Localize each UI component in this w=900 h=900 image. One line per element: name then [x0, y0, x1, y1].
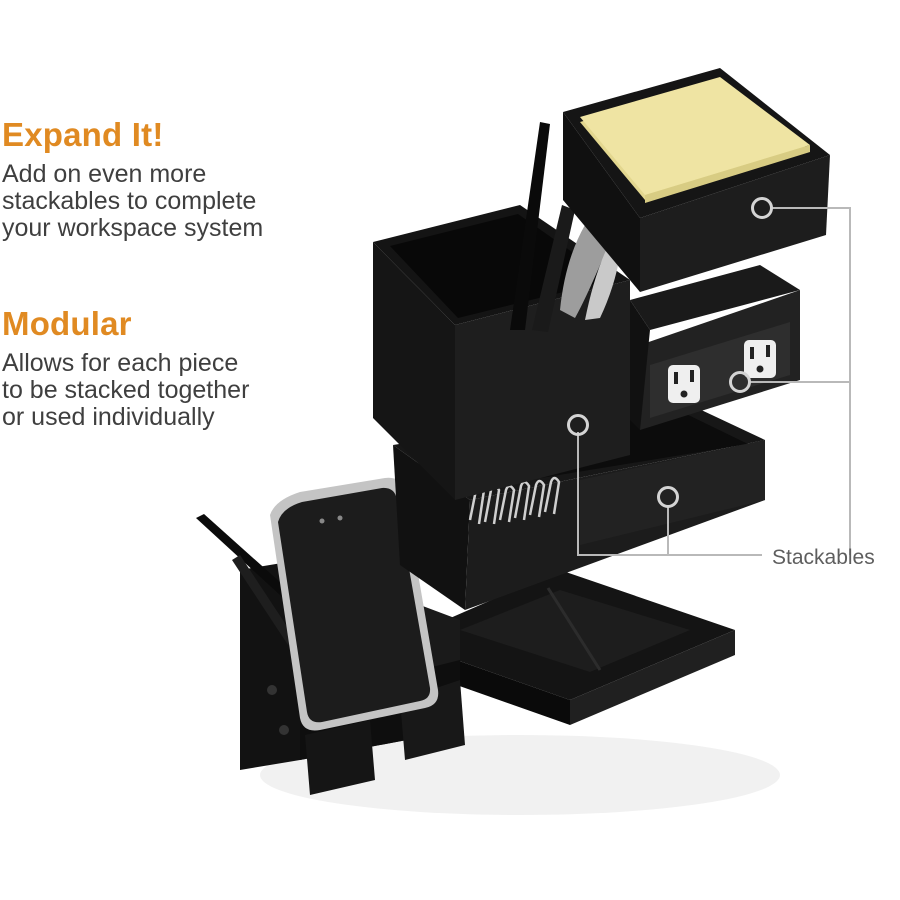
pen-in-dock: [196, 514, 300, 645]
smartphone: [270, 477, 439, 731]
expand-it-heading: Expand It!: [2, 116, 164, 153]
sticky-note-stackable: [563, 68, 830, 292]
power-outlet-right: [744, 340, 776, 378]
callout-lines: [567, 197, 851, 556]
power-outlet-left: [668, 365, 700, 403]
description-line: Add on even more: [2, 160, 207, 188]
stackables-callout-label: Stackables: [772, 546, 875, 569]
modular-description: Allows for each piece to be stacked toge…: [2, 350, 249, 431]
modular-heading: Modular: [2, 305, 132, 342]
description-line: your workspace system: [2, 214, 264, 242]
description-line: to be stacked together: [2, 376, 250, 404]
description-line: Allows for each piece: [2, 349, 239, 377]
description-line: or used individually: [2, 403, 215, 431]
description-line: stackables to complete: [2, 187, 257, 215]
sticky-notes: [580, 77, 810, 203]
outlet-stackable: [630, 265, 800, 430]
expand-it-description: Add on even more stackables to complete …: [2, 161, 263, 242]
